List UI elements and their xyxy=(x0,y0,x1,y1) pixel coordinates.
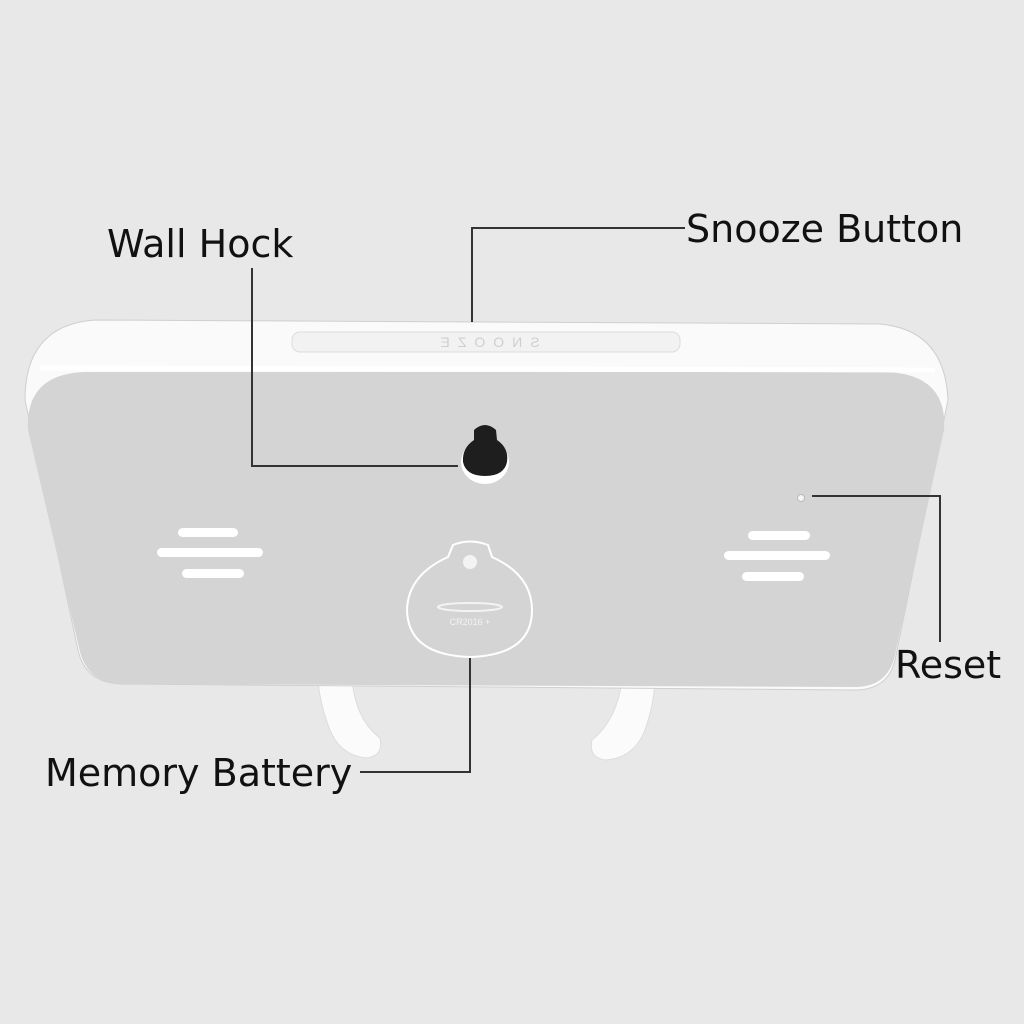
snooze-leader xyxy=(471,227,685,322)
device-back-panel xyxy=(27,372,945,687)
battery-cover-slot xyxy=(437,602,503,612)
battery-cover[interactable] xyxy=(405,540,534,659)
reset-leader xyxy=(812,495,941,642)
wall-hook-icon xyxy=(462,425,508,476)
right-vent xyxy=(724,531,830,581)
rim-edge xyxy=(39,365,936,373)
battery-cover-screw xyxy=(463,555,477,569)
left-foot xyxy=(317,679,382,759)
wall-hook-label: Wall Hock xyxy=(107,222,294,266)
snooze-button[interactable] xyxy=(291,331,681,353)
left-vent xyxy=(157,528,263,578)
reset-label: Reset xyxy=(895,643,1002,687)
battery-leader xyxy=(360,658,471,773)
right-foot xyxy=(590,679,656,761)
battery-cover-embossing: CR2016 + xyxy=(450,617,491,627)
reset-button[interactable] xyxy=(797,494,805,502)
memory-battery-label: Memory Battery xyxy=(45,751,353,795)
snooze-button-label: Snooze Button xyxy=(686,207,964,251)
wall-hook-leader xyxy=(251,268,458,467)
snooze-embossing: SNOOZE xyxy=(432,334,539,350)
